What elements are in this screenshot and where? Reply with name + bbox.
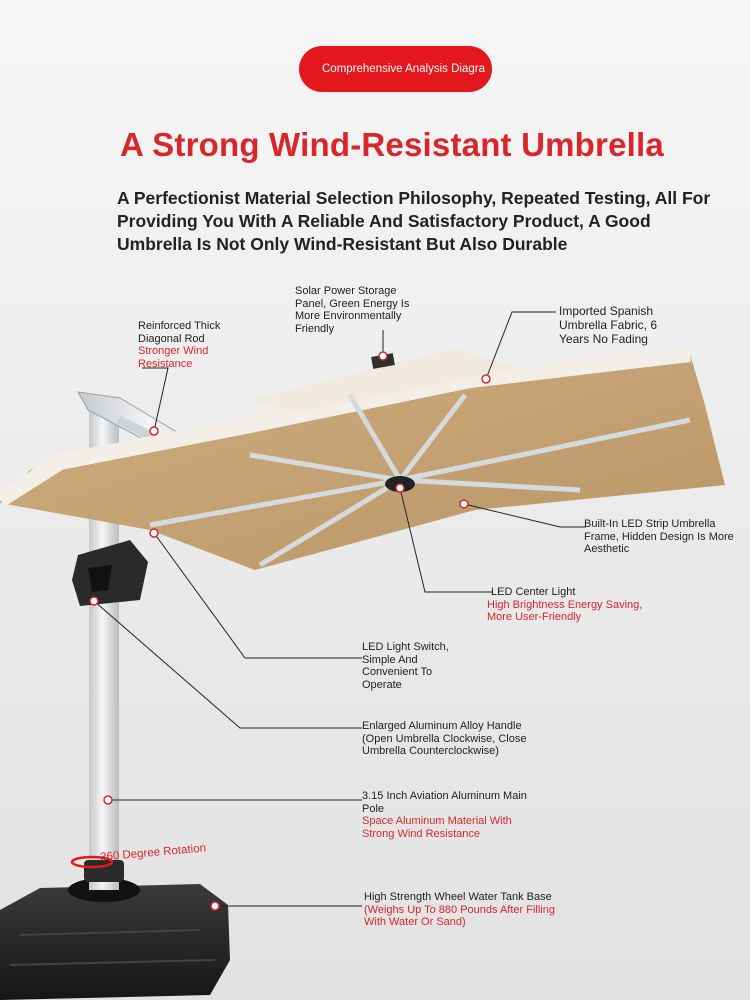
label-solar-panel: Solar Power Storage Panel, Green Energy … <box>295 285 410 335</box>
label-diagonal-rod: Reinforced Thick Diagonal Rod Stronger W… <box>138 320 221 370</box>
water-tank-base <box>0 884 230 1000</box>
pole-collar <box>84 860 124 882</box>
section-pill: Comprehensive Analysis Diagra <box>299 46 492 92</box>
page-title: A Strong Wind-Resistant Umbrella <box>120 126 664 163</box>
label-led-strip: Built-In LED Strip Umbrella Frame, Hidde… <box>584 518 734 555</box>
canopy-fabric <box>0 354 725 570</box>
umbrella-ribs <box>149 393 691 568</box>
solar-panel <box>371 353 395 369</box>
canopy-top-edge <box>0 346 691 507</box>
label-light-switch: LED Light Switch, Simple And Convenient … <box>362 641 449 691</box>
label-main-pole: 3.15 Inch Aviation Aluminum Main Pole Sp… <box>362 790 527 840</box>
callout-markers <box>89 351 491 911</box>
rotation-ring <box>70 855 114 869</box>
label-fabric: Imported Spanish Umbrella Fabric, 6 Year… <box>559 304 658 346</box>
leader-lines <box>93 311 586 907</box>
label-handle: Enlarged Aluminum Alloy Handle (Open Umb… <box>362 720 527 757</box>
base-ribs <box>9 929 216 966</box>
page-subtitle: A Perfectionist Material Selection Philo… <box>117 188 711 254</box>
label-center-light: LED Center Light High Brightness Energy … <box>487 586 643 623</box>
solar-canopy <box>248 348 520 412</box>
label-base: High Strength Wheel Water Tank Base (Wei… <box>364 891 555 928</box>
